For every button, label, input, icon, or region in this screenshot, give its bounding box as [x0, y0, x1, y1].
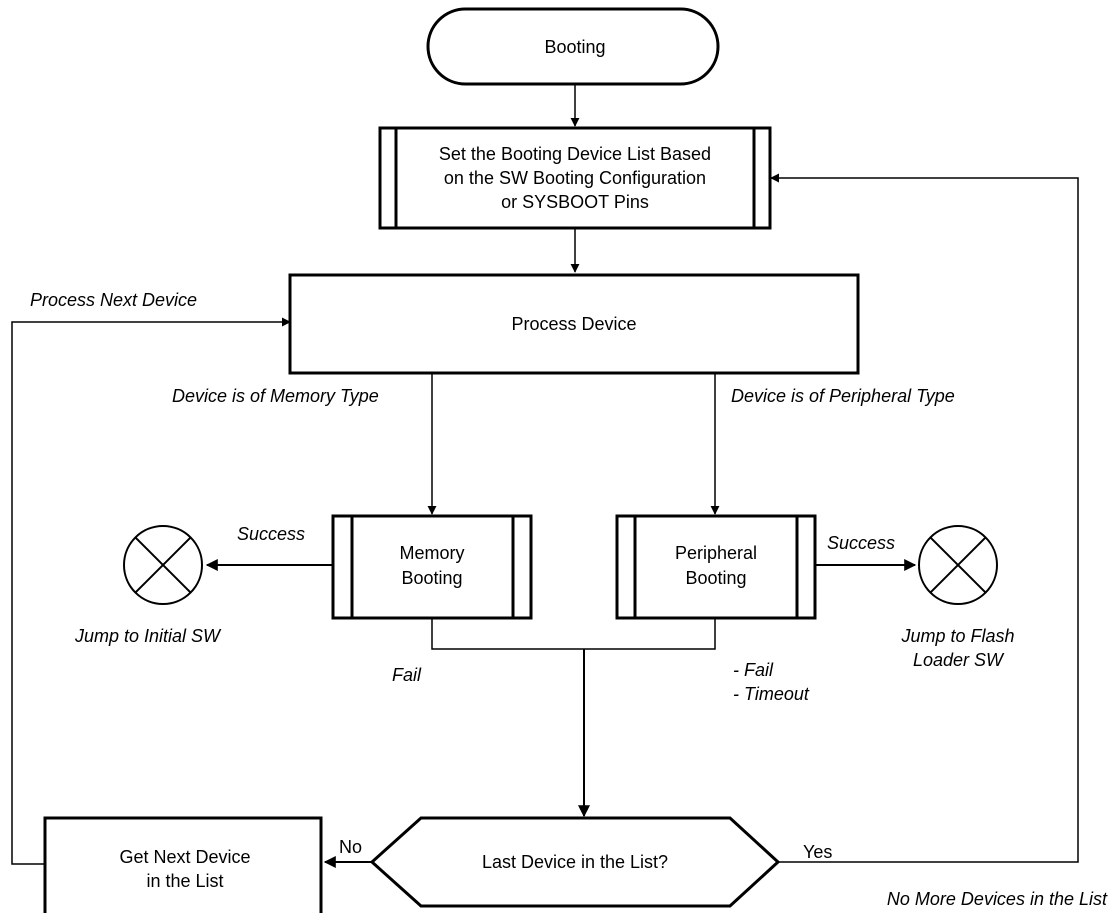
last-device-label: Last Device in the List? — [482, 852, 668, 872]
edge-decision-yes — [770, 173, 1079, 863]
edge-fail-merge — [431, 618, 716, 650]
process-device-label: Process Device — [511, 314, 636, 334]
peripheral-booting-line-1: Peripheral — [675, 543, 757, 563]
memory-booting-line-1: Memory — [399, 543, 464, 563]
booting-label: Booting — [544, 37, 605, 57]
fail-label: Fail — [392, 665, 422, 685]
get-next-line-2: in the List — [146, 871, 223, 891]
memory-type-label: Device is of Memory Type — [172, 386, 379, 406]
fail-timeout-line-2: - Timeout — [733, 684, 810, 704]
last-device-decision: Last Device in the List? — [369, 816, 781, 908]
jump-flash-terminator — [918, 525, 998, 605]
booting-node: Booting — [426, 7, 720, 86]
set-list-line-2: on the SW Booting Configuration — [444, 168, 706, 188]
peripheral-booting-line-2: Booting — [685, 568, 746, 588]
set-list-line-3: or SYSBOOT Pins — [501, 192, 649, 212]
process-next-label: Process Next Device — [30, 290, 197, 310]
yes-label: Yes — [803, 842, 832, 862]
get-next-line-1: Get Next Device — [119, 847, 250, 867]
peripheral-type-label: Device is of Peripheral Type — [731, 386, 955, 406]
fail-timeout-line-1: - Fail — [733, 660, 774, 680]
no-label: No — [339, 837, 362, 857]
set-device-list-node: Set the Booting Device List Based on the… — [378, 126, 772, 230]
edge-process-next — [11, 317, 291, 865]
jump-flash-line-2: Loader SW — [913, 650, 1005, 670]
set-list-line-1: Set the Booting Device List Based — [439, 144, 711, 164]
jump-initial-label: Jump to Initial SW — [74, 626, 222, 646]
get-next-device-node: Get Next Device in the List — [43, 816, 323, 913]
memory-success-label: Success — [237, 524, 305, 544]
memory-booting-node: Memory Booting — [331, 514, 533, 620]
process-device-node: Process Device — [288, 273, 860, 375]
no-more-devices-label: No More Devices in the List — [887, 889, 1108, 909]
peripheral-success-label: Success — [827, 533, 895, 553]
peripheral-booting-node: Peripheral Booting — [615, 514, 817, 620]
jump-flash-line-1: Jump to Flash — [900, 626, 1014, 646]
jump-initial-terminator — [123, 525, 203, 605]
memory-booting-line-2: Booting — [401, 568, 462, 588]
